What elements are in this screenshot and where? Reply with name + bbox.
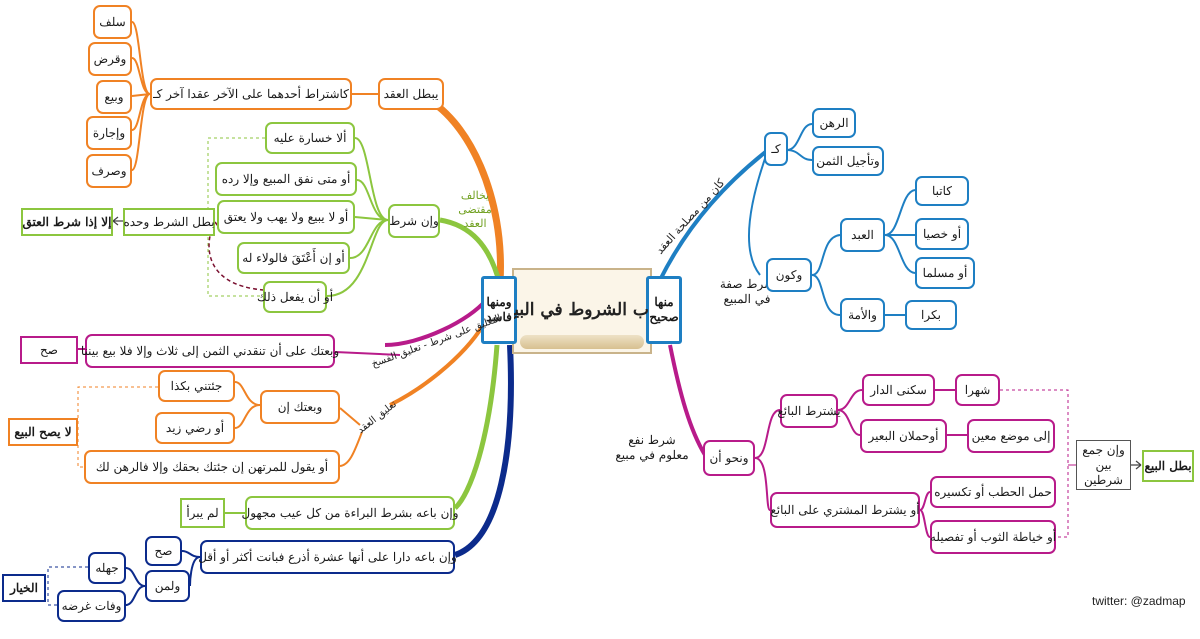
node-qard[interactable]: وقرض: [88, 42, 132, 76]
node-like[interactable]: ونحو أن: [703, 440, 755, 476]
node-scribe[interactable]: كاتبا: [915, 176, 969, 206]
node-and-being[interactable]: وكون: [766, 258, 812, 292]
link-cond-items: [326, 137, 389, 297]
node-seller-cond[interactable]: يشترط البائع: [777, 394, 841, 428]
link-notvalid-bracket: [77, 386, 158, 468]
link-cond-bracket: [207, 137, 265, 297]
link-void-except: [112, 216, 123, 226]
node-ignorant[interactable]: جهله: [88, 552, 126, 584]
node-option[interactable]: الخيار: [2, 574, 46, 602]
node-cond-void[interactable]: بطل الشرط وحده: [123, 208, 215, 236]
node-pawn[interactable]: أو يقول للمرتهن إن جئتك بحقك وإلا فالرهن…: [84, 450, 340, 484]
node-brought[interactable]: جئتني بكذا: [158, 370, 235, 402]
node-invalidates[interactable]: يبطل العقد: [378, 78, 444, 110]
node-house-ten[interactable]: وإن باعه دارا على أنها عشرة أذرع فبانت أ…: [198, 540, 457, 574]
node-except-itq[interactable]: إلا إذا شرط العتق: [21, 208, 113, 236]
branch-green-low: [453, 344, 500, 510]
branch-orange-low: [389, 319, 488, 407]
node-do-that[interactable]: أو أن يفعل ذلك: [257, 281, 333, 313]
branch-magenta-right: [668, 344, 707, 457]
node-slave-woman[interactable]: والأمة: [840, 298, 885, 332]
link-stip-items: [131, 21, 151, 171]
node-valid2[interactable]: صح: [145, 536, 182, 566]
node-camel[interactable]: أوحملان البعير: [860, 419, 947, 453]
label-attribute: شرط صفة في المبيع: [719, 277, 775, 306]
node-void-sale[interactable]: بطل البيع: [1142, 450, 1194, 482]
node-salaf[interactable]: سلف: [93, 5, 132, 39]
node-not-free[interactable]: لم يبرأ: [180, 498, 225, 528]
node-return[interactable]: أو متى نفق المبيع وإلا رده: [215, 162, 357, 196]
node-not-valid[interactable]: لا يصح البيع: [8, 418, 78, 446]
node-eunuch[interactable]: أو خصيا: [915, 218, 969, 250]
link-dashed-arrow: [208, 221, 265, 291]
node-cloth[interactable]: أو خياطة الثوب أو تفصيله: [930, 520, 1056, 554]
node-if-cond[interactable]: وإن شرط: [388, 204, 440, 238]
node-no-loss[interactable]: ألا خسارة عليه: [265, 122, 355, 154]
node-no-sell[interactable]: أو لا يبيع ولا يهب ولا يعتق: [217, 200, 355, 234]
node-slave[interactable]: العبد: [840, 218, 885, 252]
node-bay[interactable]: وبيع: [96, 80, 132, 114]
branch-navy: [453, 344, 514, 558]
node-pledge[interactable]: الرهن: [812, 108, 856, 138]
node-missed[interactable]: وفات غرضه: [57, 590, 126, 622]
label-contradicts: يخالف مقتضى العقد: [458, 189, 492, 230]
node-buyer-cond[interactable]: أو يشترط المشتري على البائع: [770, 492, 920, 528]
node-if-two[interactable]: وإن جمع بين شرطين: [1076, 440, 1131, 490]
branch-blue: [658, 148, 770, 281]
branch-magenta-left: [384, 298, 488, 347]
link-soldif-items: [234, 381, 361, 429]
center-topic: باب الشروط في البيع: [512, 268, 652, 354]
node-virgin[interactable]: بكرا: [905, 300, 957, 330]
node-stipulation[interactable]: كاشتراط أحدهما على الآخر عقدا آخر كـ: [150, 78, 352, 110]
credit-text: twitter: @zadmap: [1092, 594, 1186, 608]
main-valid[interactable]: منها صحيح: [646, 276, 682, 344]
node-sold-if[interactable]: وبعتك إن: [260, 390, 340, 424]
node-sarf[interactable]: وصرف: [86, 154, 132, 188]
branch-green: [439, 217, 503, 286]
main-invalid[interactable]: ومنها فاسد: [481, 276, 517, 344]
node-deferral[interactable]: وتأجيل الثمن: [812, 146, 884, 176]
node-wood[interactable]: حمل الحطب أو تكسيره: [930, 476, 1056, 508]
node-and-who[interactable]: ولمن: [145, 570, 190, 602]
label-benefit: شرط نفع معلوم في مبيع: [615, 433, 689, 462]
node-disclaim[interactable]: وإن باعه بشرط البراءة من كل عيب مجهول: [241, 496, 459, 530]
node-ijara[interactable]: وإجارة: [86, 116, 132, 150]
node-house[interactable]: سكنى الدار: [862, 374, 935, 406]
node-valid[interactable]: صح: [20, 336, 78, 364]
node-sold-you[interactable]: وبعتك على أن تنقدني الثمن إلى ثلاث وإلا …: [81, 334, 339, 368]
node-muslim[interactable]: أو مسلما: [915, 257, 975, 289]
node-zayd[interactable]: أو رضي زيد: [155, 412, 235, 444]
node-place[interactable]: إلى موضع معين: [967, 419, 1055, 453]
node-wala[interactable]: أو إن أَعْتَقَ فالولاء له: [237, 242, 350, 274]
node-month[interactable]: شهرا: [955, 374, 1000, 406]
node-ka[interactable]: كـ: [764, 132, 788, 166]
